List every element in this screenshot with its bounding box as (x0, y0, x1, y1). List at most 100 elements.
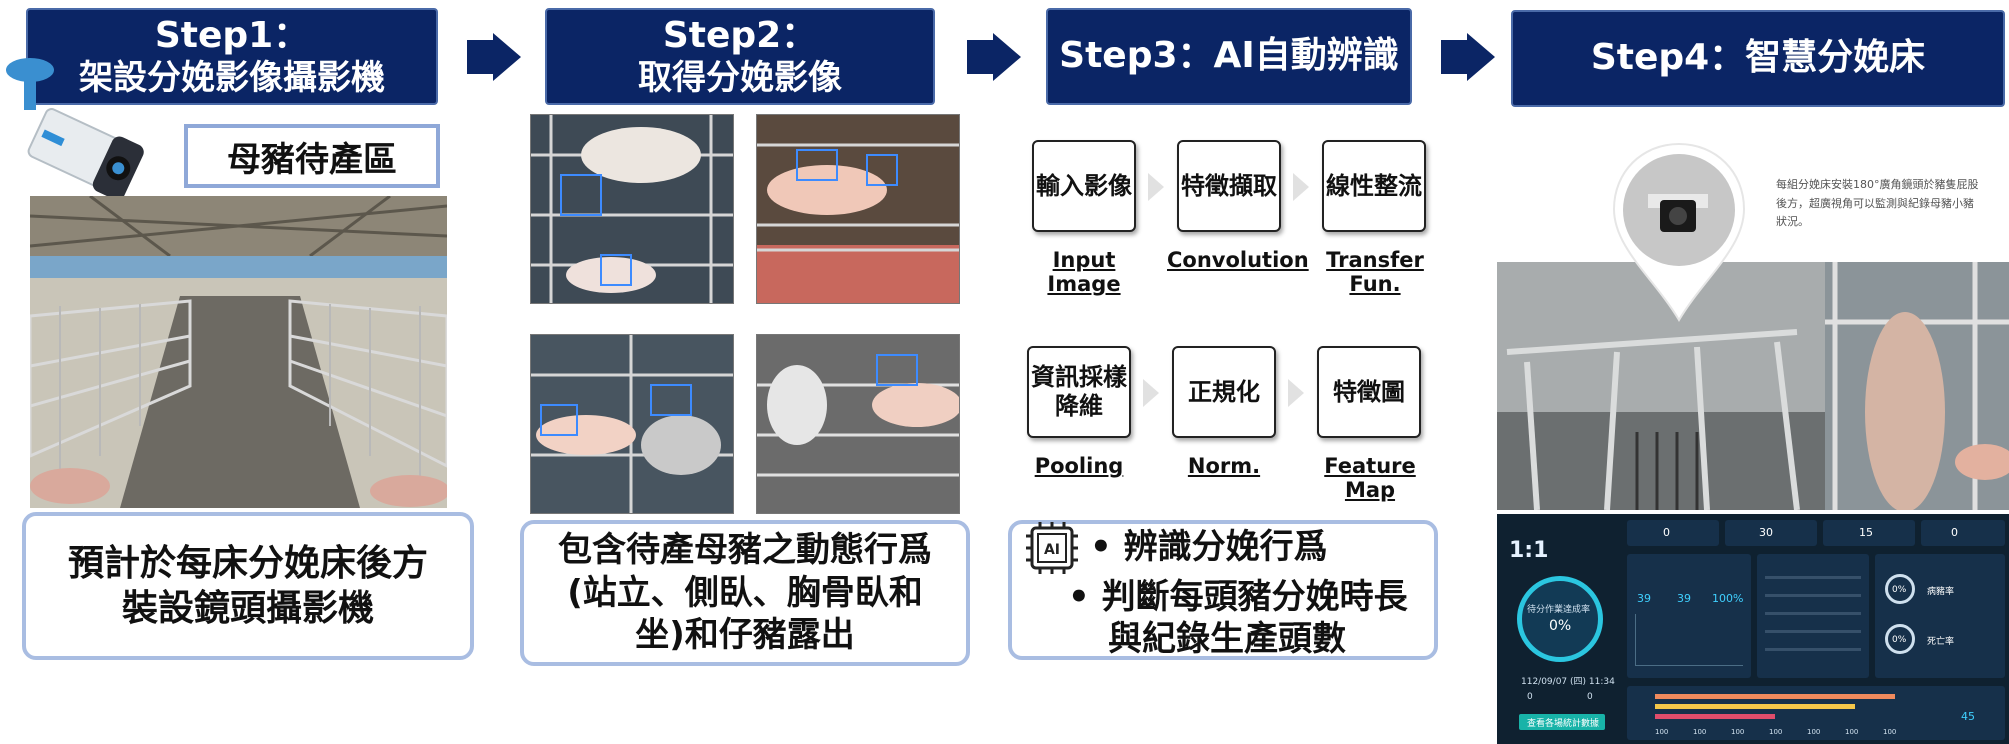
bar (1655, 694, 1895, 699)
waiting-area-label: 母豬待產區 (184, 124, 440, 188)
step2-title-line2: 取得分娩影像 (638, 57, 842, 98)
status-bar (1765, 594, 1861, 597)
step1-title-line2: 架設分娩影像攝影機 (79, 57, 385, 98)
status-bar (1765, 648, 1861, 651)
step2-note-line2: (站立、側臥、胸骨臥和 (567, 572, 923, 613)
axis-tick: 100 (1769, 728, 1783, 736)
process-transfer: 線性整流 (1322, 140, 1426, 232)
sick-rate-label: 病豬率 (1927, 587, 1955, 597)
step3-note: AI • 辨識分娩行爲 • 判斷每頭豬分娩時長 與紀錄生產頭數 (1008, 520, 1438, 660)
process-convolution: 特徵擷取 (1177, 140, 1281, 232)
process-caption: Feature Map (1324, 454, 1416, 502)
process-pooling: 資訊採樣 降維 (1027, 346, 1131, 438)
arrow-right-icon (467, 33, 521, 81)
view-stats-button[interactable] (1519, 714, 1605, 730)
process-caption: Norm. (1187, 454, 1261, 478)
dashboard-date: 112/09/07 (四) 11:34 (1521, 677, 1615, 687)
step2-note: 包含待產母豬之動態行爲 (站立、側臥、胸骨臥和 坐)和仔豬露出 (520, 520, 970, 666)
axis-tick: 100 (1807, 728, 1821, 736)
tile-value: 15 (1859, 526, 1873, 539)
step2-title-line1: Step2： (662, 15, 818, 57)
process-feature-map: 特徵圖 (1317, 346, 1421, 438)
step3-header: Step3：AI自動辨識 (1046, 8, 1412, 105)
camera-icon (4, 52, 144, 202)
process-norm: 正規化 (1172, 346, 1276, 438)
arrow-right-icon (967, 33, 1021, 81)
mini-line-chart (1635, 614, 1743, 666)
tile-value: 0 (1663, 526, 1670, 539)
process-label: 正規化 (1188, 377, 1260, 406)
process-label: 降維 (1055, 392, 1103, 420)
process-label: 特徵擷取 (1181, 171, 1277, 200)
sick-rate-value: 0% (1892, 585, 1907, 595)
step4-caption-line3: 狀況。 (1776, 215, 1809, 229)
view-stats-button-label: 查看各場統計數據 (1527, 719, 1600, 729)
step1-title-line1: Step1： (154, 15, 310, 57)
sow-photo (1825, 262, 2009, 510)
process-label: 輸入影像 (1036, 171, 1132, 200)
left-bottom-value-1: 0 (1527, 692, 1533, 702)
step1-note-line2: 裝設鏡頭攝影機 (121, 588, 374, 629)
status-bar (1765, 630, 1861, 633)
step2-header: Step2： 取得分娩影像 (545, 8, 935, 105)
farrowing-image-4 (756, 334, 960, 514)
dashboard-tile (1823, 520, 1915, 546)
completion-gauge (1517, 576, 1603, 662)
chevron-right-icon (1288, 379, 1304, 407)
step4-caption-line1: 每組分娩床安裝180°廣角鏡頭於豬隻屁股 (1776, 178, 1979, 191)
location-pin-camera-icon (1608, 138, 1750, 326)
waiting-area-label-text: 母豬待產區 (227, 139, 397, 180)
status-panel (1757, 554, 1869, 678)
status-bar (1765, 576, 1861, 579)
axis-tick: 100 (1693, 728, 1707, 736)
step4-caption-line2: 後方，超廣視角可以監測與紀錄母豬小豬 (1776, 196, 1974, 210)
dashboard: 1:1 待分作業達成率 0% 112/09/07 (四) 11:34 0 0 查… (1497, 514, 2009, 744)
farrowing-image-1 (530, 114, 734, 304)
step3-note-line3: 與紀錄生產頭數 (1108, 619, 1346, 659)
step3-note-line2: • 判斷每頭豬分娩時長 (1068, 576, 1408, 617)
dashboard-big-value: 1:1 (1509, 538, 1549, 563)
axis-tick: 100 (1845, 728, 1859, 736)
stat-number: 39 (1677, 592, 1691, 605)
dashboard-tile (1921, 520, 2005, 546)
chevron-right-icon (1293, 173, 1309, 201)
dashboard-tile (1725, 520, 1817, 546)
bar-chart-value: 45 (1961, 710, 1975, 723)
death-rate-ring (1885, 624, 1915, 654)
process-label: 特徵圖 (1333, 377, 1405, 406)
axis-tick: 100 (1731, 728, 1745, 736)
sick-rate-ring (1885, 574, 1915, 604)
bar (1655, 714, 1775, 719)
farrowing-image-3 (530, 334, 734, 514)
axis-tick: 100 (1883, 728, 1897, 736)
process-caption: Transfer Fun. (1326, 248, 1424, 296)
death-rate-label: 死亡率 (1927, 637, 1955, 647)
step1-note-line1: 預計於每床分娩床後方 (67, 543, 428, 584)
step4-header: Step4：智慧分娩床 (1511, 10, 2005, 107)
gauge-value: 0% (1549, 618, 1572, 634)
ai-chip-icon: AI (1024, 520, 1080, 576)
process-caption: Convolution (1167, 248, 1309, 272)
left-bottom-value-2: 0 (1587, 692, 1593, 702)
step1-header: Step1： 架設分娩影像攝影機 (26, 8, 438, 105)
chevron-right-icon (1143, 379, 1159, 407)
process-label: 資訊採樣 (1031, 363, 1127, 392)
rate-panel (1875, 554, 2005, 678)
step3-title: Step3：AI自動辨識 (1059, 35, 1399, 77)
step4-title: Step4：智慧分娩床 (1590, 37, 1926, 79)
arrow-right-icon (1441, 33, 1495, 81)
process-input-image: 輸入影像 (1032, 140, 1136, 232)
tile-value: 30 (1759, 526, 1773, 539)
step2-note-line1: 包含待產母豬之動態行爲 (558, 530, 932, 571)
tile-value: 0 (1951, 526, 1958, 539)
stat-number: 39 (1637, 592, 1651, 605)
step3-note-line1: • 辨識分娩行爲 (1090, 527, 1328, 568)
farrowing-bed-photo (1497, 262, 1825, 510)
status-bar (1765, 612, 1861, 615)
stats-panel (1627, 554, 1751, 678)
chevron-right-icon (1148, 173, 1164, 201)
step1-note: 預計於每床分娩床後方 裝設鏡頭攝影機 (22, 512, 474, 660)
stat-number: 100% (1712, 592, 1744, 605)
bar (1655, 704, 1855, 709)
axis-tick: 100 (1655, 728, 1669, 736)
